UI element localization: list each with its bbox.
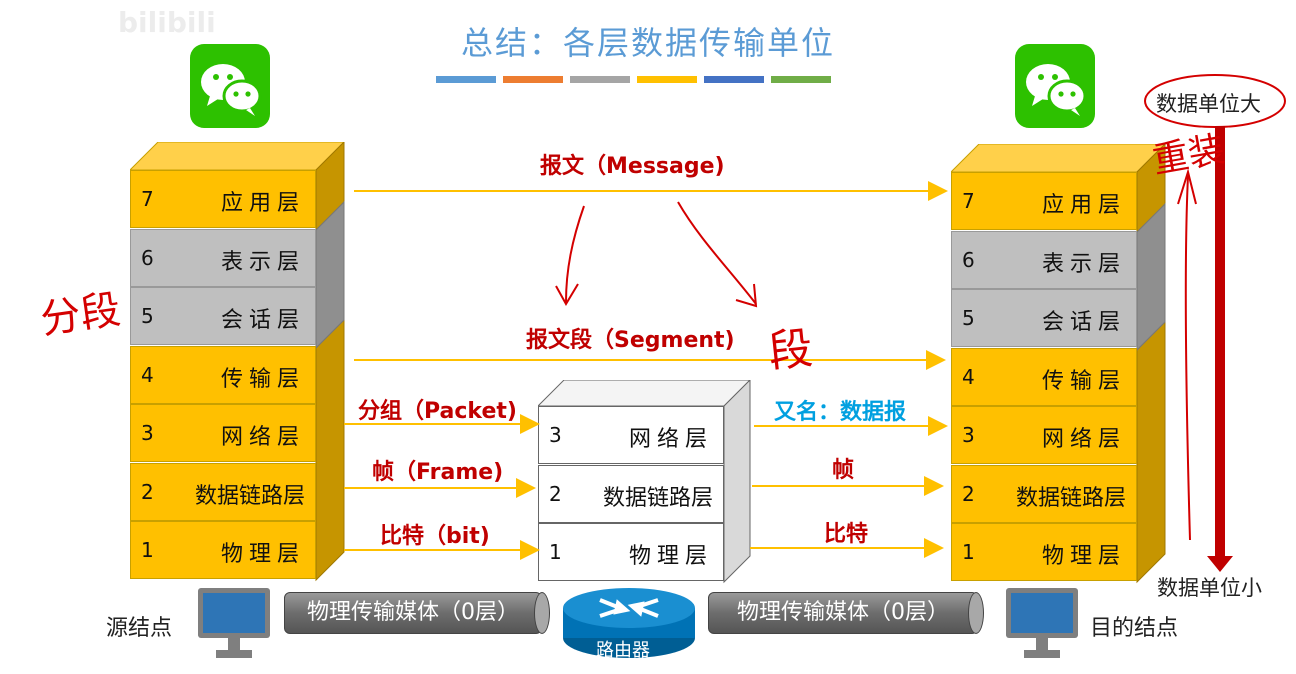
wechat-icon	[190, 44, 270, 128]
layer-4: 4 传输层	[951, 347, 1137, 406]
layer-name: 网络层	[220, 425, 305, 450]
layer-number: 6	[141, 245, 154, 270]
layer-number: 5	[141, 304, 154, 328]
layer-name: 数据链路层	[194, 483, 305, 509]
label-packet: 分组（Packet)	[358, 399, 517, 424]
layer-number: 3	[962, 423, 975, 447]
watermark: bilibili	[118, 6, 216, 39]
physical-medium-right: 物理传输媒体（0层）	[708, 592, 978, 634]
layer-number: 2	[549, 481, 562, 506]
label-datagram: 又名：数据报	[774, 400, 907, 425]
label-segment: 报文段（Segment)	[526, 328, 735, 353]
layer-name: 物理层	[628, 544, 713, 569]
layer-number: 3	[141, 421, 154, 445]
label-frame-right: 帧	[832, 458, 855, 483]
title-stripe	[503, 76, 563, 83]
label-message: 报文（Message)	[540, 154, 725, 179]
handwriting-segmenting: 分段	[37, 286, 124, 344]
title-stripe	[436, 76, 496, 83]
layer-number: 5	[962, 306, 975, 330]
layer-name: 物理层	[1041, 544, 1126, 569]
layer-name: 物理层	[220, 542, 305, 567]
layer-name: 会话层	[220, 308, 305, 333]
layer-7: 7 应用层	[130, 170, 316, 228]
layer-name: 表示层	[1041, 251, 1126, 277]
title-stripe	[637, 76, 697, 83]
layer-3: 3 网络层	[951, 406, 1137, 464]
router-stack: 3 网络层 2 数据链路层 1 物理层	[538, 406, 724, 582]
layer-number: 1	[549, 540, 562, 564]
router-icon	[563, 588, 695, 658]
layer-name: 会话层	[1041, 310, 1126, 335]
layer-1: 1 物理层	[951, 523, 1137, 581]
layer-name: 数据链路层	[602, 485, 713, 511]
router-label: 路由器	[596, 640, 650, 661]
layer-name: 数据链路层	[1015, 485, 1126, 511]
wechat-icon	[1015, 44, 1095, 128]
layer-number: 2	[962, 481, 975, 506]
layer-3: 3 网络层	[130, 404, 316, 462]
layer-1: 1 物理层	[130, 521, 316, 579]
left-stack-3d	[130, 142, 345, 582]
layer-1: 1 物理层	[538, 523, 724, 581]
scale-top-label: 数据单位大	[1156, 92, 1261, 116]
right-stack-3d	[951, 144, 1166, 584]
layer-name: 网络层	[1041, 427, 1126, 452]
layer-name: 传输层	[220, 366, 305, 392]
layer-number: 6	[962, 247, 975, 272]
layer-6: 6 表示层	[130, 228, 316, 287]
title-stripe	[570, 76, 630, 83]
scale-arrow-shaft	[1215, 126, 1225, 558]
layer-name: 网络层	[628, 427, 713, 452]
router-stack-3d	[538, 380, 751, 584]
physical-medium-left: 物理传输媒体（0层）	[284, 592, 542, 634]
right-stack: 7 应用层 6 表示层 5 会话层 4 传输层 3 网络层 2 数据链路层 1 物理层	[951, 172, 1137, 582]
title-stripe	[771, 76, 831, 83]
page-title: 总结：各层数据传输单位	[460, 24, 835, 62]
layer-number: 1	[141, 538, 154, 562]
scale-bottom-label: 数据单位小	[1157, 576, 1262, 600]
layer-number: 7	[962, 189, 975, 213]
layer-2: 2 数据链路层	[951, 464, 1137, 523]
layer-6: 6 表示层	[951, 230, 1137, 289]
layer-number: 1	[962, 540, 975, 564]
layer-4: 4 传输层	[130, 345, 316, 404]
layer-5: 5 会话层	[130, 287, 316, 345]
layer-name: 应用层	[1041, 193, 1126, 218]
layer-name: 传输层	[1041, 368, 1126, 394]
dest-node-label: 目的结点	[1090, 616, 1179, 641]
label-bit-right: 比特	[824, 522, 869, 547]
layer-number: 4	[141, 362, 154, 387]
handwriting-duan: 段	[765, 322, 816, 379]
label-bit: 比特（bit)	[380, 524, 490, 549]
layer-number: 7	[141, 187, 154, 211]
scale-arrow-head	[1207, 556, 1233, 572]
layer-name: 应用层	[220, 191, 305, 216]
layer-name: 表示层	[220, 249, 305, 275]
layer-2: 2 数据链路层	[538, 464, 724, 523]
left-stack: 7 应用层 6 表示层 5 会话层 4 传输层 3 网络层 2 数据链路层 1 物理层	[130, 170, 316, 580]
computer-icon	[1006, 588, 1078, 658]
title-stripe	[704, 76, 764, 83]
layer-7: 7 应用层	[951, 172, 1137, 230]
layer-3: 3 网络层	[538, 406, 724, 464]
source-node-label: 源结点	[106, 616, 173, 641]
label-frame: 帧（Frame)	[372, 460, 504, 485]
layer-2: 2 数据链路层	[130, 462, 316, 521]
layer-number: 3	[549, 423, 562, 447]
layer-number: 2	[141, 479, 154, 504]
computer-icon	[198, 588, 270, 658]
layer-5: 5 会话层	[951, 289, 1137, 347]
layer-number: 4	[962, 364, 975, 389]
